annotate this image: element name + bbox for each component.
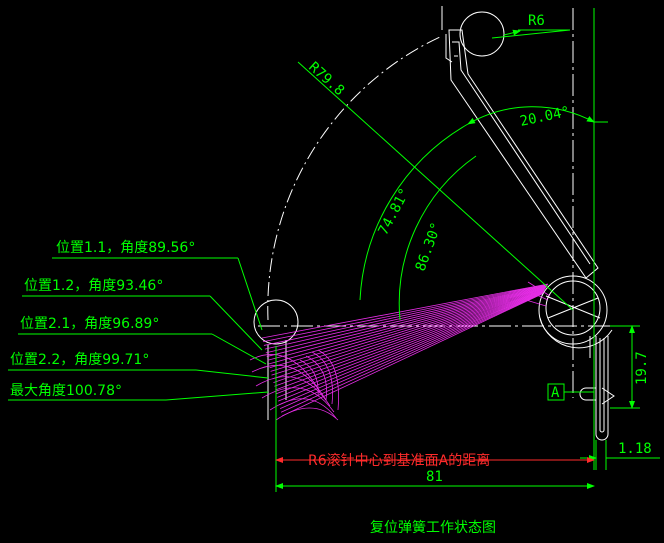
motion-fan-line xyxy=(270,287,546,372)
motion-fan-line xyxy=(278,291,544,402)
red-distance-note: R6滚针中心到基准面A的距离 xyxy=(308,452,490,469)
motion-fan-line xyxy=(279,292,543,409)
motion-fan-line xyxy=(281,293,543,417)
motion-fan-line xyxy=(263,284,548,346)
r6-label: R6 xyxy=(528,13,545,29)
motion-fan-line xyxy=(278,292,544,406)
r79-8-label: R79.8 xyxy=(305,59,347,99)
left-roller-circle xyxy=(253,299,299,345)
motion-fan-line xyxy=(269,287,546,369)
motion-fan-line xyxy=(273,289,545,383)
position-2-2-label: 位置2.2，角度99.71° xyxy=(10,352,149,368)
position-1-1-label: 位置1.1，角度89.56° xyxy=(56,240,195,256)
motion-fan-line xyxy=(268,286,547,365)
motion-fan-line xyxy=(275,290,545,391)
r79-radial-line xyxy=(297,61,574,311)
max-angle-label: 最大角度100.78° xyxy=(10,383,122,399)
motion-trace xyxy=(249,281,551,421)
motion-fan-line xyxy=(267,286,547,361)
motion-fan-line xyxy=(271,288,546,376)
motion-fan-line xyxy=(274,289,545,387)
spring-tail xyxy=(595,336,609,441)
motion-fan-line xyxy=(277,291,544,398)
sweep-arc xyxy=(267,35,443,321)
hub-outer-circle xyxy=(538,275,608,345)
radius-86-30-label: 86.30° xyxy=(413,220,445,273)
motion-fan-line xyxy=(264,285,548,350)
angle-20-04-label: 20.04° xyxy=(519,104,572,130)
motion-fan-line xyxy=(262,284,548,343)
motion-fan-line xyxy=(266,285,547,357)
top-roller-circle xyxy=(459,11,505,57)
hub-inner-circle xyxy=(545,280,601,336)
dim-1-18-label: 1.18 xyxy=(618,441,652,457)
dimensions xyxy=(8,8,660,492)
motion-fan-line xyxy=(280,293,543,413)
datum-a-label: A xyxy=(551,385,560,401)
dim-81-label: 81 xyxy=(426,469,443,485)
motion-fan-line xyxy=(265,285,547,354)
motion-fan-line xyxy=(276,290,544,395)
radius-74-81-label: 74.81° xyxy=(375,186,413,238)
position-1-2-label: 位置1.2，角度93.46° xyxy=(24,278,163,294)
motion-fan-line xyxy=(272,288,545,380)
diagram-caption: 复位弹簧工作状态图 xyxy=(370,519,496,536)
dim-19-7-label: 19.7 xyxy=(634,351,650,385)
arm-outline xyxy=(448,29,599,279)
position-2-1-label: 位置2.1，角度96.89° xyxy=(20,316,159,332)
motion-fan-line xyxy=(261,283,549,339)
